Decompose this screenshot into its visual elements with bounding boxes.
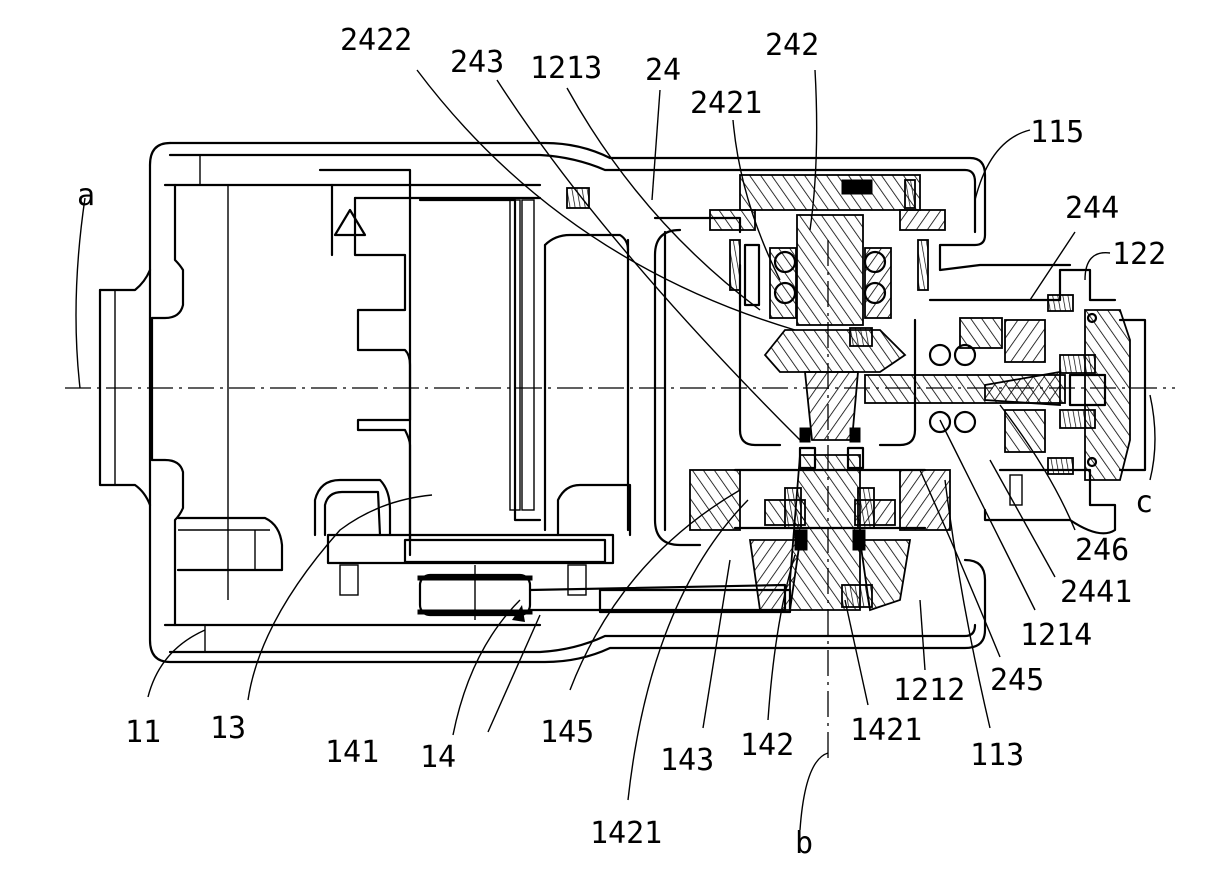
label-13: 13 bbox=[210, 711, 246, 746]
label-141: 141 bbox=[325, 735, 379, 770]
label-14: 14 bbox=[420, 740, 456, 775]
motor-13 bbox=[313, 168, 632, 596]
label-143: 143 bbox=[660, 743, 714, 778]
label-243: 243 bbox=[450, 45, 504, 80]
leader-lines bbox=[75, 69, 1156, 831]
label-246: 246 bbox=[1075, 533, 1129, 568]
vertical-shaft-242 bbox=[763, 214, 907, 443]
label-2421: 2421 bbox=[690, 86, 762, 121]
axis-label-a: a bbox=[77, 178, 95, 213]
label-2441: 2441 bbox=[1060, 575, 1132, 610]
label-245: 245 bbox=[990, 663, 1044, 698]
reference-labels: 2422 243 1213 24 2421 242 115 244 122 24… bbox=[77, 23, 1166, 861]
label-145: 145 bbox=[540, 715, 594, 750]
axis-label-b: b bbox=[795, 826, 813, 861]
label-1213: 1213 bbox=[530, 51, 602, 86]
label-142: 142 bbox=[740, 728, 794, 763]
gear-casing-12 bbox=[566, 174, 946, 547]
axis-label-c: c bbox=[1135, 485, 1153, 520]
label-115: 115 bbox=[1030, 115, 1084, 150]
housing-11 bbox=[98, 141, 1072, 664]
label-113: 113 bbox=[970, 738, 1024, 773]
label-244: 244 bbox=[1065, 191, 1119, 226]
label-122: 122 bbox=[1112, 237, 1166, 272]
label-1421-right: 1421 bbox=[850, 713, 922, 748]
label-11: 11 bbox=[125, 715, 161, 750]
label-1421-left: 1421 bbox=[590, 816, 662, 851]
label-2422: 2422 bbox=[340, 23, 412, 58]
label-1212: 1212 bbox=[893, 673, 965, 708]
label-242: 242 bbox=[765, 28, 819, 63]
label-1214: 1214 bbox=[1020, 618, 1092, 653]
label-24: 24 bbox=[645, 53, 681, 88]
belt-drive-14 bbox=[417, 565, 792, 620]
output-shaft-244 bbox=[864, 268, 1147, 535]
